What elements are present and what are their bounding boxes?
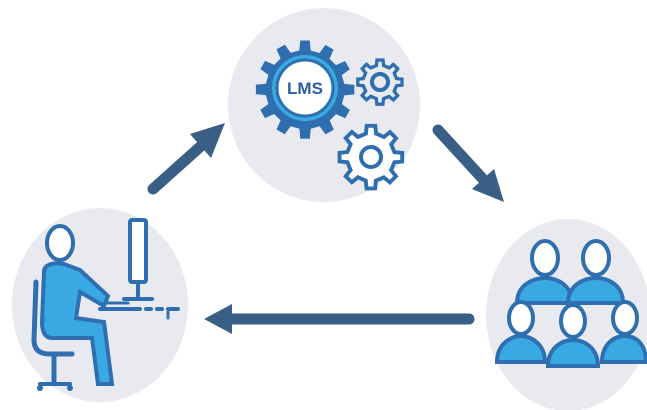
gears-icon	[255, 40, 405, 191]
lms-label: LMS	[287, 79, 323, 98]
arrow-lms-to-learners	[432, 124, 504, 202]
person-icon	[565, 239, 626, 305]
instructor-node	[12, 208, 188, 402]
person-icon	[494, 300, 548, 364]
learners-node	[486, 219, 647, 410]
arrow-instructor-to-lms	[147, 123, 225, 195]
people-group-icon	[494, 239, 647, 368]
person-icon	[599, 300, 647, 364]
person-at-computer-icon	[31, 218, 180, 391]
lms-node: LMS	[228, 8, 420, 202]
person-icon	[545, 303, 601, 368]
arrow-learners-to-instructor	[204, 304, 475, 334]
